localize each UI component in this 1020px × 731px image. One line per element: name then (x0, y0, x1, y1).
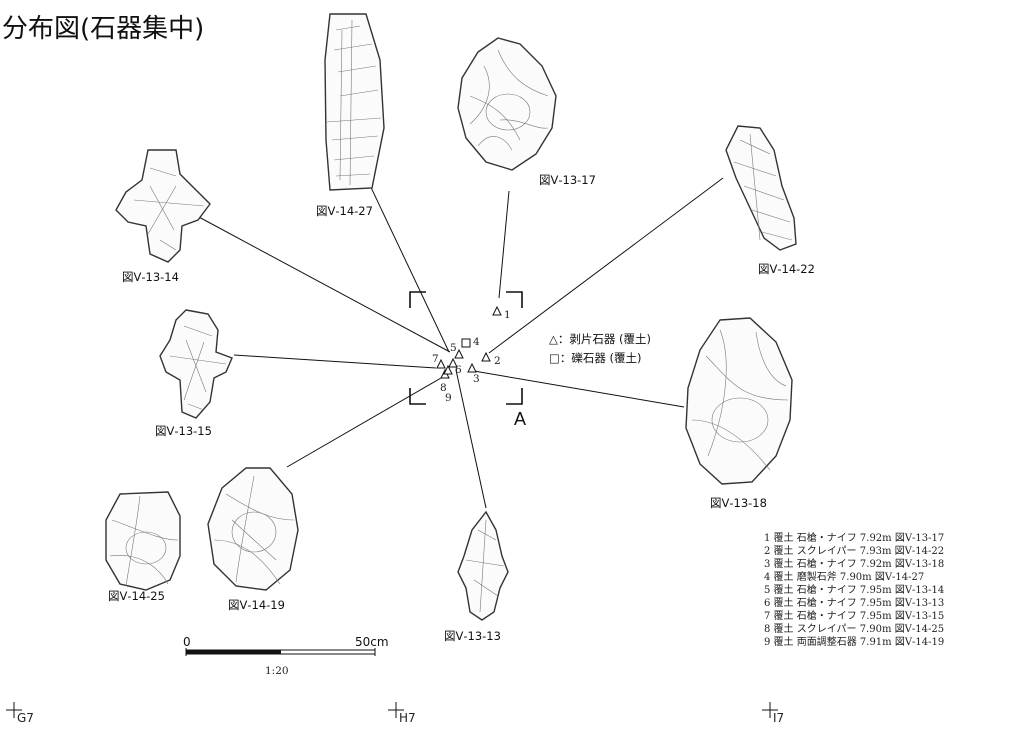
flake-marker-2 (481, 351, 491, 362)
grid-marks (6, 702, 778, 718)
artifact-v14-27 (324, 13, 385, 191)
flake-marker-6 (448, 357, 458, 368)
leader-line-4 (357, 159, 450, 353)
point-number-5: 5 (450, 342, 457, 354)
artifact-v14-22 (725, 125, 797, 251)
inventory-row: 2 覆土 スクレイパー 7.93m 図Ⅴ-14-22 (764, 544, 944, 557)
caption-v14-22: 図Ⅴ-14-22 (758, 262, 815, 276)
flake-marker-5 (454, 348, 464, 359)
point-number-8: 8 (440, 382, 447, 394)
bracket-top-left (409, 291, 426, 308)
legend: △：剥片石器 (覆土) □：礫石器 (覆土) (549, 332, 651, 365)
leader-line-7 (233, 354, 437, 369)
caption-v13-15: 図Ⅴ-13-15 (155, 424, 212, 438)
find-spots (436, 305, 502, 379)
artifact-v14-25 (105, 491, 181, 591)
scale-ratio: 1:20 (265, 665, 289, 677)
leader-line-8 (286, 377, 442, 468)
inventory-row: 9 覆土 両面調整石器 7.91m 図Ⅴ-14-19 (764, 635, 944, 648)
caption-v13-14: 図Ⅴ-13-14 (122, 270, 179, 284)
inventory-row: 4 覆土 磨製石斧 7.90m 図Ⅴ-14-27 (764, 570, 924, 583)
leader-line-6 (455, 369, 487, 509)
point-number-7: 7 (432, 353, 439, 365)
artifact-v13-14 (115, 149, 211, 263)
grid-label-h7: H7 (399, 711, 416, 725)
leader-line-3 (473, 370, 685, 408)
point-number-4: 4 (473, 336, 480, 348)
bracket-bottom-right (506, 388, 523, 405)
point-number-1: 1 (504, 309, 511, 321)
leader-line-1 (498, 190, 510, 299)
flake-marker-7 (436, 358, 446, 369)
caption-v13-18: 図Ⅴ-13-18 (710, 496, 767, 510)
inventory-row: 5 覆土 石槍・ナイフ 7.95m 図Ⅴ-13-14 (764, 583, 944, 596)
scale-zero: 0 (183, 635, 191, 649)
artifact-v13-18 (685, 317, 793, 485)
bracket-top-right (506, 291, 523, 308)
leader-line-2 (488, 177, 724, 354)
point-number-3: 3 (473, 373, 480, 385)
leader-line-5 (196, 215, 451, 353)
grid-labels: G7 H7 I7 (17, 711, 784, 725)
artifact-v14-19 (207, 467, 299, 591)
caption-v13-13: 図Ⅴ-13-13 (444, 629, 501, 643)
inventory-list: 1 覆土 石槍・ナイフ 7.92m 図Ⅴ-13-17 2 覆土 スクレイパー 7… (764, 531, 944, 648)
point-number-9: 9 (445, 392, 452, 404)
bracket-bottom-left (409, 388, 426, 405)
caption-v14-19: 図Ⅴ-14-19 (228, 598, 285, 612)
point-number-6: 6 (455, 364, 462, 376)
flake-marker-3 (467, 362, 477, 373)
point-number-2: 2 (494, 355, 501, 367)
scale-max: 50cm (355, 635, 389, 649)
inventory-row: 6 覆土 石槍・ナイフ 7.95m 図Ⅴ-13-13 (764, 596, 944, 609)
scale-bar: 0 50cm 1:20 (183, 635, 389, 677)
artifact-v13-17 (457, 37, 557, 171)
inventory-row: 7 覆土 石槍・ナイフ 7.95m 図Ⅴ-13-15 (764, 609, 944, 622)
flake-marker-1 (492, 305, 502, 316)
inventory-row: 3 覆土 石槍・ナイフ 7.92m 図Ⅴ-13-18 (764, 557, 944, 570)
pebble-marker-4 (461, 338, 471, 348)
grid-label-i7: I7 (773, 711, 784, 725)
grid-label-g7: G7 (17, 711, 34, 725)
find-spot-numbers: 1 2 3 4 5 6 7 8 9 (432, 309, 511, 404)
leader-lines (196, 159, 724, 509)
caption-v14-25: 図Ⅴ-14-25 (108, 589, 165, 603)
area-brackets (409, 291, 523, 405)
section-label: A (514, 409, 526, 429)
artifact-captions: 図Ⅴ-14-27 図Ⅴ-13-17 図Ⅴ-14-22 図Ⅴ-13-14 図Ⅴ-1… (108, 173, 815, 643)
map-title: 分布図(石器集中) (2, 14, 204, 44)
flake-marker-9 (443, 364, 453, 375)
inventory-row: 8 覆土 スクレイパー 7.90m 図Ⅴ-14-25 (764, 622, 944, 635)
legend-pebble: □：礫石器 (覆土) (549, 351, 642, 365)
legend-flake: △：剥片石器 (覆土) (549, 332, 651, 346)
caption-v13-17: 図Ⅴ-13-17 (539, 173, 596, 187)
artifact-v13-13 (457, 510, 509, 621)
artifact-v13-15 (159, 309, 233, 419)
inventory-row: 1 覆土 石槍・ナイフ 7.92m 図Ⅴ-13-17 (764, 531, 944, 544)
caption-v14-27: 図Ⅴ-14-27 (316, 204, 373, 218)
